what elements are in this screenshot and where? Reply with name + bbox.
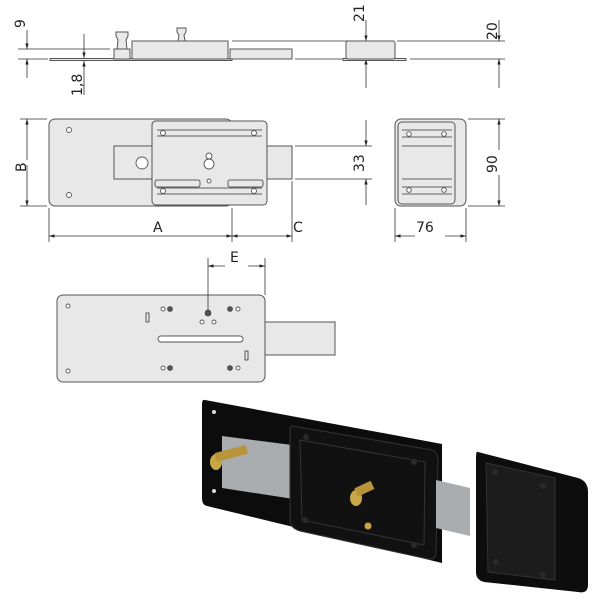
keyhole — [203, 158, 215, 170]
dim-90: 90 — [485, 155, 501, 173]
lock-product-photo — [202, 399, 588, 593]
dim-20: 20 — [485, 22, 501, 40]
dim-21: 21 — [352, 4, 368, 22]
front-view: B 33 A C — [14, 118, 372, 242]
keeper-front-view: 90 76 — [394, 118, 505, 242]
side-view: 9 1,8 21 — [13, 4, 372, 96]
dim-c: C — [293, 220, 303, 236]
dim-b: B — [14, 162, 30, 172]
dim-33: 33 — [352, 154, 368, 172]
dim-1-8: 1,8 — [70, 74, 86, 96]
dim-e: E — [230, 250, 239, 266]
knob-side — [176, 27, 187, 42]
dim-a: A — [153, 220, 163, 236]
back-view: E — [56, 250, 336, 383]
knob-side — [115, 31, 129, 50]
dim-9: 9 — [13, 19, 29, 28]
slot — [157, 335, 244, 343]
lock-bolt — [436, 480, 470, 536]
dim-76: 76 — [416, 220, 434, 236]
cylinder-hole — [135, 156, 149, 170]
keeper-side-view: 20 — [342, 20, 505, 88]
